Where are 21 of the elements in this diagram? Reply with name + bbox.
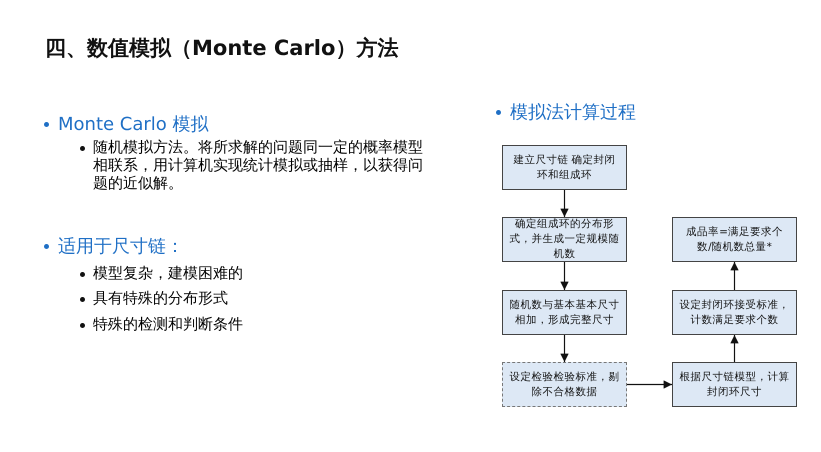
process-box: 根据尺寸链模型，计算封闭环尺寸	[672, 362, 797, 407]
arrow	[560, 335, 569, 362]
bullet-heading: 适用于尺寸链：	[58, 235, 184, 258]
arrow	[560, 262, 569, 290]
process-box: 设定检验检验标准，剔除不合格数据	[502, 362, 627, 407]
process-box: 建立尺寸链 确定封闭环和组成环	[502, 145, 627, 190]
bullet-text: 模型复杂，建模困难的	[93, 264, 243, 283]
bullet-text: 随机模拟方法。将所求解的问题同一定的概率模型相联系，用计算机实现统计模拟或抽样，以获得问题的近似解。	[93, 138, 423, 192]
process-box: 确定组成环的分布形式，并生成一定规模随机数	[502, 217, 627, 262]
process-box: 随机数与基本基本尺寸相加，形成完整尺寸	[502, 290, 627, 335]
arrow	[730, 335, 739, 362]
arrow	[730, 262, 739, 290]
process-box: 成品率=满足要求个数/随机数总量*	[672, 217, 797, 262]
bullet-text: 特殊的检测和判断条件	[93, 315, 243, 334]
bullet-heading: Monte Carlo 模拟	[58, 113, 209, 136]
process-box: 设定封闭环接受标准，计数满足要求个数	[672, 290, 797, 335]
bullet-heading: 模拟法计算过程	[510, 101, 636, 124]
bullet-text: 具有特殊的分布形式	[93, 289, 228, 308]
arrow	[627, 380, 672, 389]
arrow	[560, 190, 569, 217]
slide-title: 四、数值模拟（Monte Carlo）方法	[45, 35, 398, 62]
